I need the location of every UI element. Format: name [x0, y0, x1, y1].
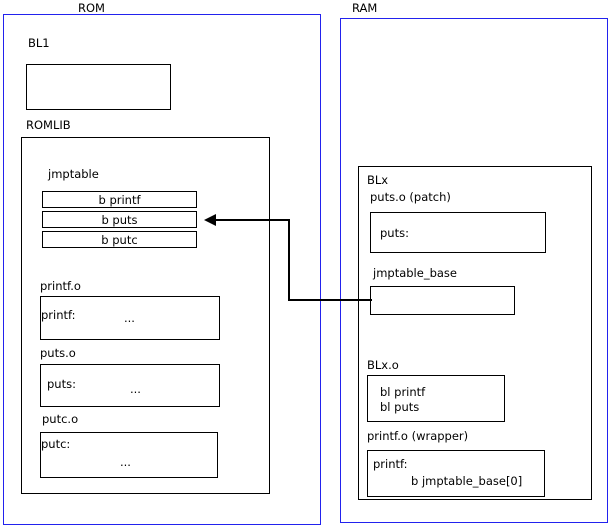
- printf-o-wrapper-label: printf.o (wrapper): [367, 429, 469, 443]
- connector-arrowhead-icon: [204, 214, 216, 226]
- blx-o-line-bl-puts: bl puts: [380, 400, 420, 414]
- puts-o-label: puts.o: [40, 346, 76, 360]
- connector-segment-vertical: [288, 219, 290, 301]
- puts-o-box: [40, 364, 220, 407]
- rom-region: [3, 14, 321, 525]
- ram-region-label: RAM: [352, 1, 378, 15]
- puts-o-body: ...: [130, 382, 141, 396]
- bl1-box: [26, 64, 171, 110]
- putc-o-box: [40, 432, 218, 478]
- printf-o-symbol: printf:: [41, 308, 76, 322]
- putc-o-label: putc.o: [42, 412, 79, 426]
- connector-segment-horizontal-upper: [216, 219, 290, 221]
- jmptable-entry-b-puts[interactable]: b puts: [42, 211, 197, 228]
- puts-o-patch-box: [370, 212, 546, 253]
- blx-o-box: [367, 375, 505, 422]
- ram-region: [340, 18, 608, 523]
- printf-o-label: printf.o: [40, 279, 81, 293]
- jmptable-entry-label: b putc: [101, 232, 138, 247]
- jmptable-entry-b-printf[interactable]: b printf: [42, 191, 197, 208]
- puts-o-patch-symbol: puts:: [380, 226, 409, 240]
- puts-o-symbol: puts:: [47, 377, 76, 391]
- putc-o-body: ...: [120, 455, 131, 469]
- connector-segment-horizontal-lower: [288, 299, 372, 301]
- printf-o-box: [40, 296, 220, 340]
- jmptable-entry-b-putc[interactable]: b putc: [42, 231, 197, 248]
- printf-o-wrapper-symbol: printf:: [373, 457, 408, 471]
- jmptable-entry-label: b printf: [98, 192, 141, 207]
- putc-o-symbol: putc:: [41, 437, 71, 451]
- blx-o-label: BLx.o: [367, 358, 399, 372]
- jmptable-entry-label: b puts: [101, 212, 138, 227]
- jmptable-base-box: [370, 286, 515, 315]
- bl1-label: BL1: [28, 36, 50, 50]
- jmptable-base-label: jmptable_base: [373, 266, 457, 280]
- printf-o-wrapper-box: [367, 450, 545, 497]
- printf-o-wrapper-instruction: b jmptable_base[0]: [411, 474, 523, 488]
- puts-o-patch-label: puts.o (patch): [370, 190, 451, 204]
- printf-o-body: ...: [124, 311, 135, 325]
- jmptable-label: jmptable: [48, 167, 99, 181]
- rom-region-label: ROM: [78, 1, 105, 15]
- blx-o-line-bl-printf: bl printf: [380, 385, 426, 399]
- romlib-label: ROMLIB: [26, 118, 71, 132]
- blx-label: BLx: [367, 173, 389, 187]
